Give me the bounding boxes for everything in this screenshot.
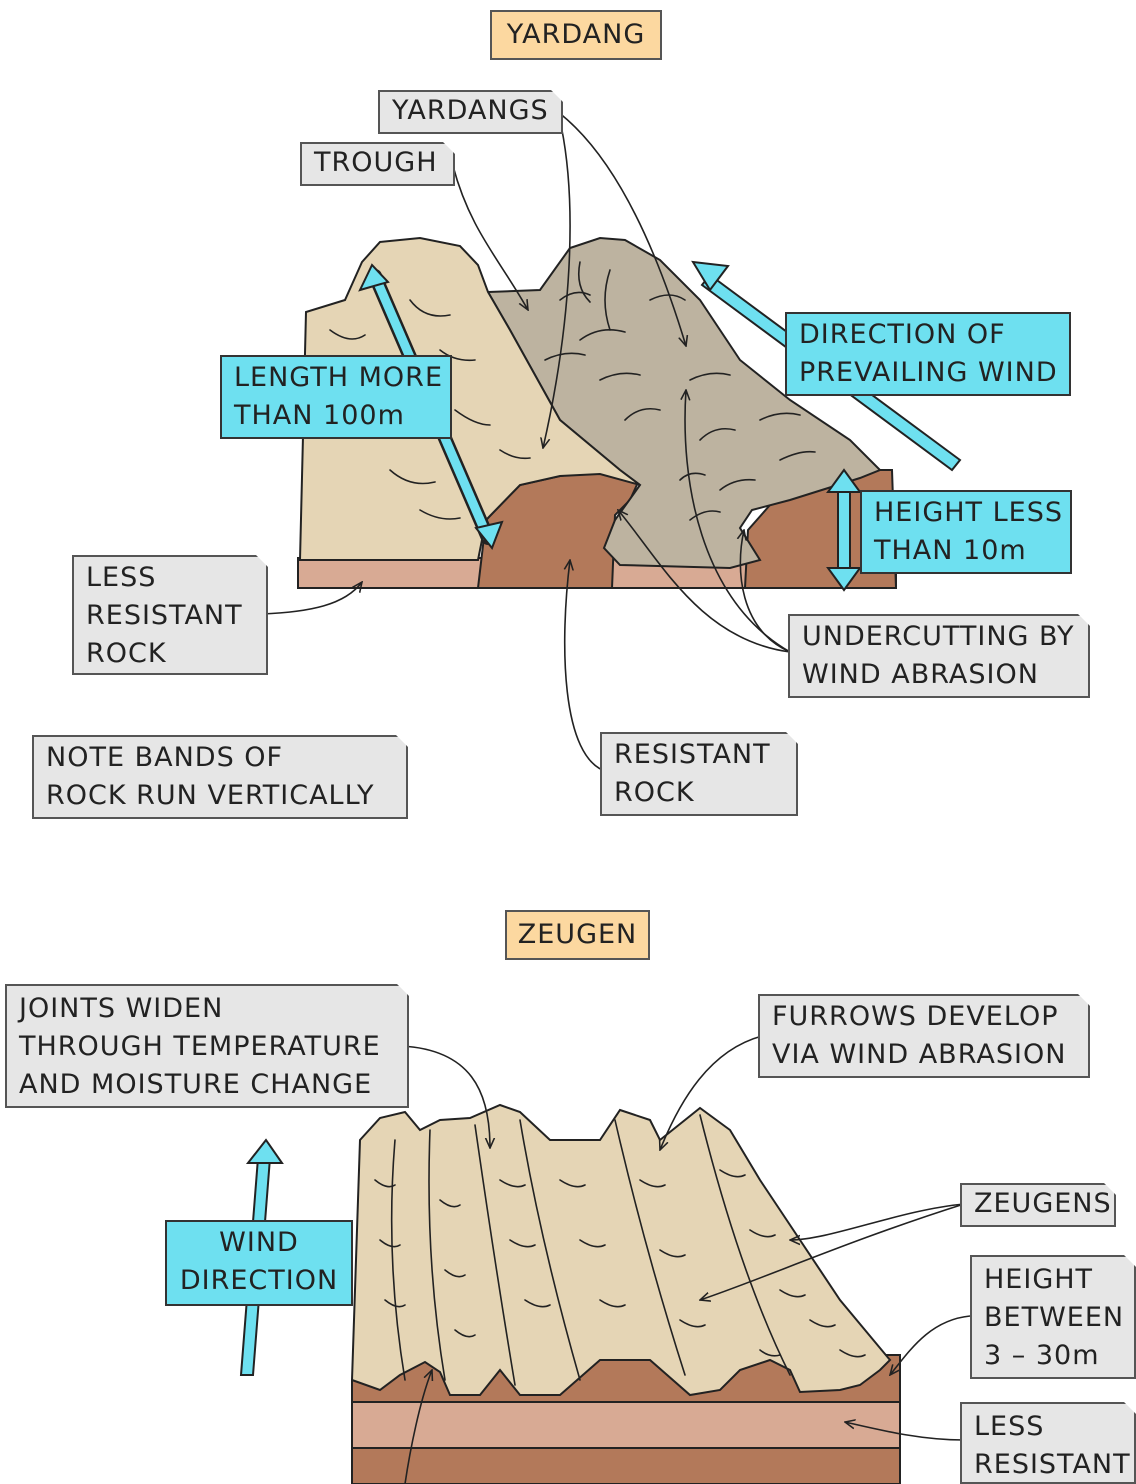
wind-direction-label-line-1: WIND <box>167 1224 351 1262</box>
wind-direction-label-line-2: DIRECTION <box>167 1262 351 1300</box>
furrows-label-line-1: FURROWS DEVELOP <box>772 998 1076 1036</box>
prevailing-wind-label-line-1: DIRECTION OF <box>799 316 1057 354</box>
resistant-rock-label-line-2: ROCK <box>614 774 784 812</box>
yardang-less-resistant-line-3: ROCK <box>86 635 254 673</box>
note-label: NOTE BANDS OF ROCK RUN VERTICALLY <box>32 735 408 819</box>
zeugen-height-label: HEIGHT BETWEEN 3 – 30m <box>970 1255 1136 1379</box>
trough-label: TROUGH <box>300 142 455 186</box>
furrows-label-line-2: VIA WIND ABRASION <box>772 1036 1076 1074</box>
zeugen-lower-band <box>352 1448 900 1484</box>
yardang-height-label: HEIGHT LESS THAN 10m <box>860 490 1072 574</box>
length-label-line-1: LENGTH MORE <box>234 359 438 397</box>
joints-label: JOINTS WIDEN THROUGH TEMPERATURE AND MOI… <box>5 984 409 1108</box>
zeugens-label: ZEUGENS <box>960 1183 1116 1227</box>
joints-label-line-2: THROUGH TEMPERATURE <box>19 1028 395 1066</box>
undercutting-label-line-1: UNDERCUTTING BY <box>802 618 1076 656</box>
wind-direction-label: WIND DIRECTION <box>165 1220 353 1306</box>
length-label-line-2: THAN 100m <box>234 397 438 435</box>
yardangs-label: YARDANGS <box>378 90 563 134</box>
note-label-line-2: ROCK RUN VERTICALLY <box>46 777 394 815</box>
furrows-label: FURROWS DEVELOP VIA WIND ABRASION <box>758 994 1090 1078</box>
yardang-less-resistant-line-1: LESS <box>86 559 254 597</box>
yardang-height-label-line-1: HEIGHT LESS <box>874 494 1058 532</box>
yardang-title: YARDANG <box>490 10 662 60</box>
joints-label-line-1: JOINTS WIDEN <box>19 990 395 1028</box>
yardang-height-label-line-2: THAN 10m <box>874 532 1058 570</box>
yardang-less-resistant-label: LESS RESISTANT ROCK <box>72 555 268 675</box>
resistant-rock-label: RESISTANT ROCK <box>600 732 798 816</box>
zeugen-less-resistant-label: LESS RESISTANT <box>960 1402 1136 1484</box>
prevailing-wind-label-line-2: PREVAILING WIND <box>799 354 1057 392</box>
length-label: LENGTH MORE THAN 100m <box>220 355 452 439</box>
zeugen-height-label-line-2: BETWEEN <box>984 1299 1122 1337</box>
note-label-line-1: NOTE BANDS OF <box>46 739 394 777</box>
prevailing-wind-label: DIRECTION OF PREVAILING WIND <box>785 312 1071 396</box>
yardang-less-resistant-line-2: RESISTANT <box>86 597 254 635</box>
zeugen-height-label-line-1: HEIGHT <box>984 1261 1122 1299</box>
zeugen-title: ZEUGEN <box>505 910 650 960</box>
zeugen-height-label-line-3: 3 – 30m <box>984 1337 1122 1375</box>
resistant-rock-label-line-1: RESISTANT <box>614 736 784 774</box>
zeugen-less-resistant-band <box>352 1402 900 1448</box>
zeugen-less-resistant-line-2: RESISTANT <box>974 1446 1122 1484</box>
zeugen-less-resistant-line-1: LESS <box>974 1408 1122 1446</box>
undercutting-label-line-2: WIND ABRASION <box>802 656 1076 694</box>
undercutting-label: UNDERCUTTING BY WIND ABRASION <box>788 614 1090 698</box>
joints-label-line-3: AND MOISTURE CHANGE <box>19 1066 395 1104</box>
